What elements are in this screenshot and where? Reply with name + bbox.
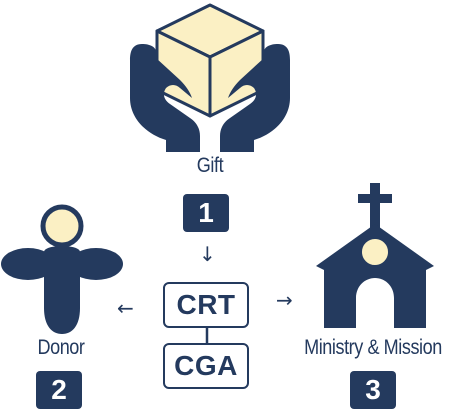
church-window	[360, 237, 390, 267]
ministry-step-badge: 3	[350, 371, 396, 409]
arrow-right: →	[276, 288, 293, 312]
crt-box: CRT	[163, 282, 249, 328]
donor-head	[40, 204, 84, 248]
crt-cga-connector	[205, 328, 209, 344]
gift-in-hands-icon	[130, 3, 290, 152]
donor-right-arm	[69, 248, 123, 280]
donor-label: Donor	[37, 336, 85, 359]
ministry-label: Ministry & Mission	[304, 336, 442, 359]
arrow-left: ←	[117, 296, 134, 320]
church-building	[316, 224, 434, 328]
gift-label: Gift	[196, 154, 224, 177]
cga-box: CGA	[163, 343, 249, 389]
donor-step-badge: 2	[36, 371, 82, 409]
right-hand	[220, 44, 290, 152]
cross-vertical	[370, 183, 380, 228]
church-icon	[316, 183, 434, 328]
cross-horizontal	[358, 194, 392, 203]
person-icon	[1, 204, 123, 334]
donor-left-arm	[1, 248, 55, 280]
left-hand	[130, 44, 200, 152]
donor-body	[44, 246, 80, 334]
arrow-down: ↓	[199, 242, 216, 266]
gift-step-badge: 1	[183, 194, 229, 232]
